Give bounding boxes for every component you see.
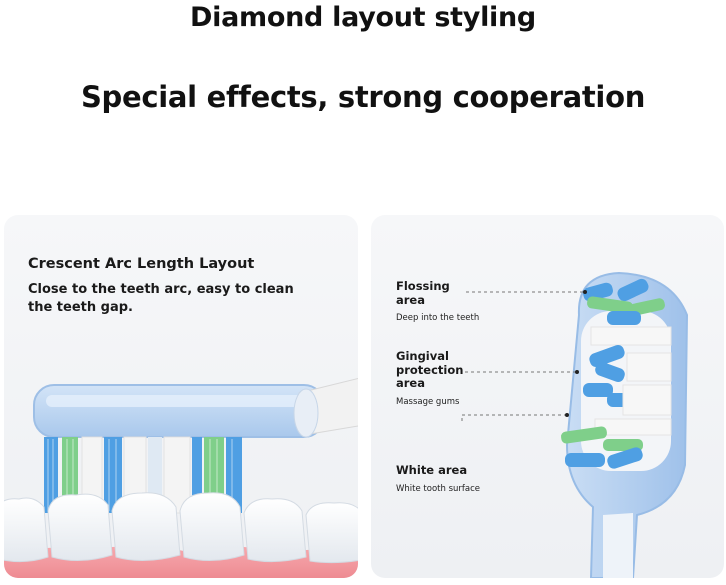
callout-leaders (461, 291, 585, 421)
callout-white-title: White area (396, 463, 468, 477)
brush-head (33, 377, 358, 438)
callout-gingival-sub: Massage gums (396, 396, 460, 407)
brush-over-teeth-illustration (4, 377, 358, 578)
callout-gingival-area: Gingival protection area Massage gums (396, 349, 466, 407)
headline-secondary: Special effects, strong cooperation (80, 80, 646, 114)
crescent-layout-description: Close to the teeth arc, easy to clean th… (28, 282, 294, 315)
bristle-tufts (561, 278, 672, 469)
callout-white-sub: White tooth surface (396, 483, 480, 494)
zone-callout-panel: Flossing area Deep into the teeth Gingiv… (371, 215, 724, 578)
crescent-layout-panel: Crescent Arc Length Layout Close to the … (4, 215, 358, 578)
callout-white-area: White area White tooth surface (396, 463, 480, 494)
callout-flossing-sub: Deep into the teeth (396, 313, 480, 323)
callout-gingival-title: Gingival protection area (396, 349, 464, 390)
teeth (4, 492, 358, 564)
callout-flossing-area: Flossing area Deep into the teeth (396, 279, 480, 323)
headline-primary: Diamond layout styling (190, 2, 536, 33)
crescent-layout-title: Crescent Arc Length Layout (28, 256, 255, 272)
brush-head-front-illustration (461, 271, 689, 578)
callout-flossing-title: Flossing area (396, 279, 450, 307)
